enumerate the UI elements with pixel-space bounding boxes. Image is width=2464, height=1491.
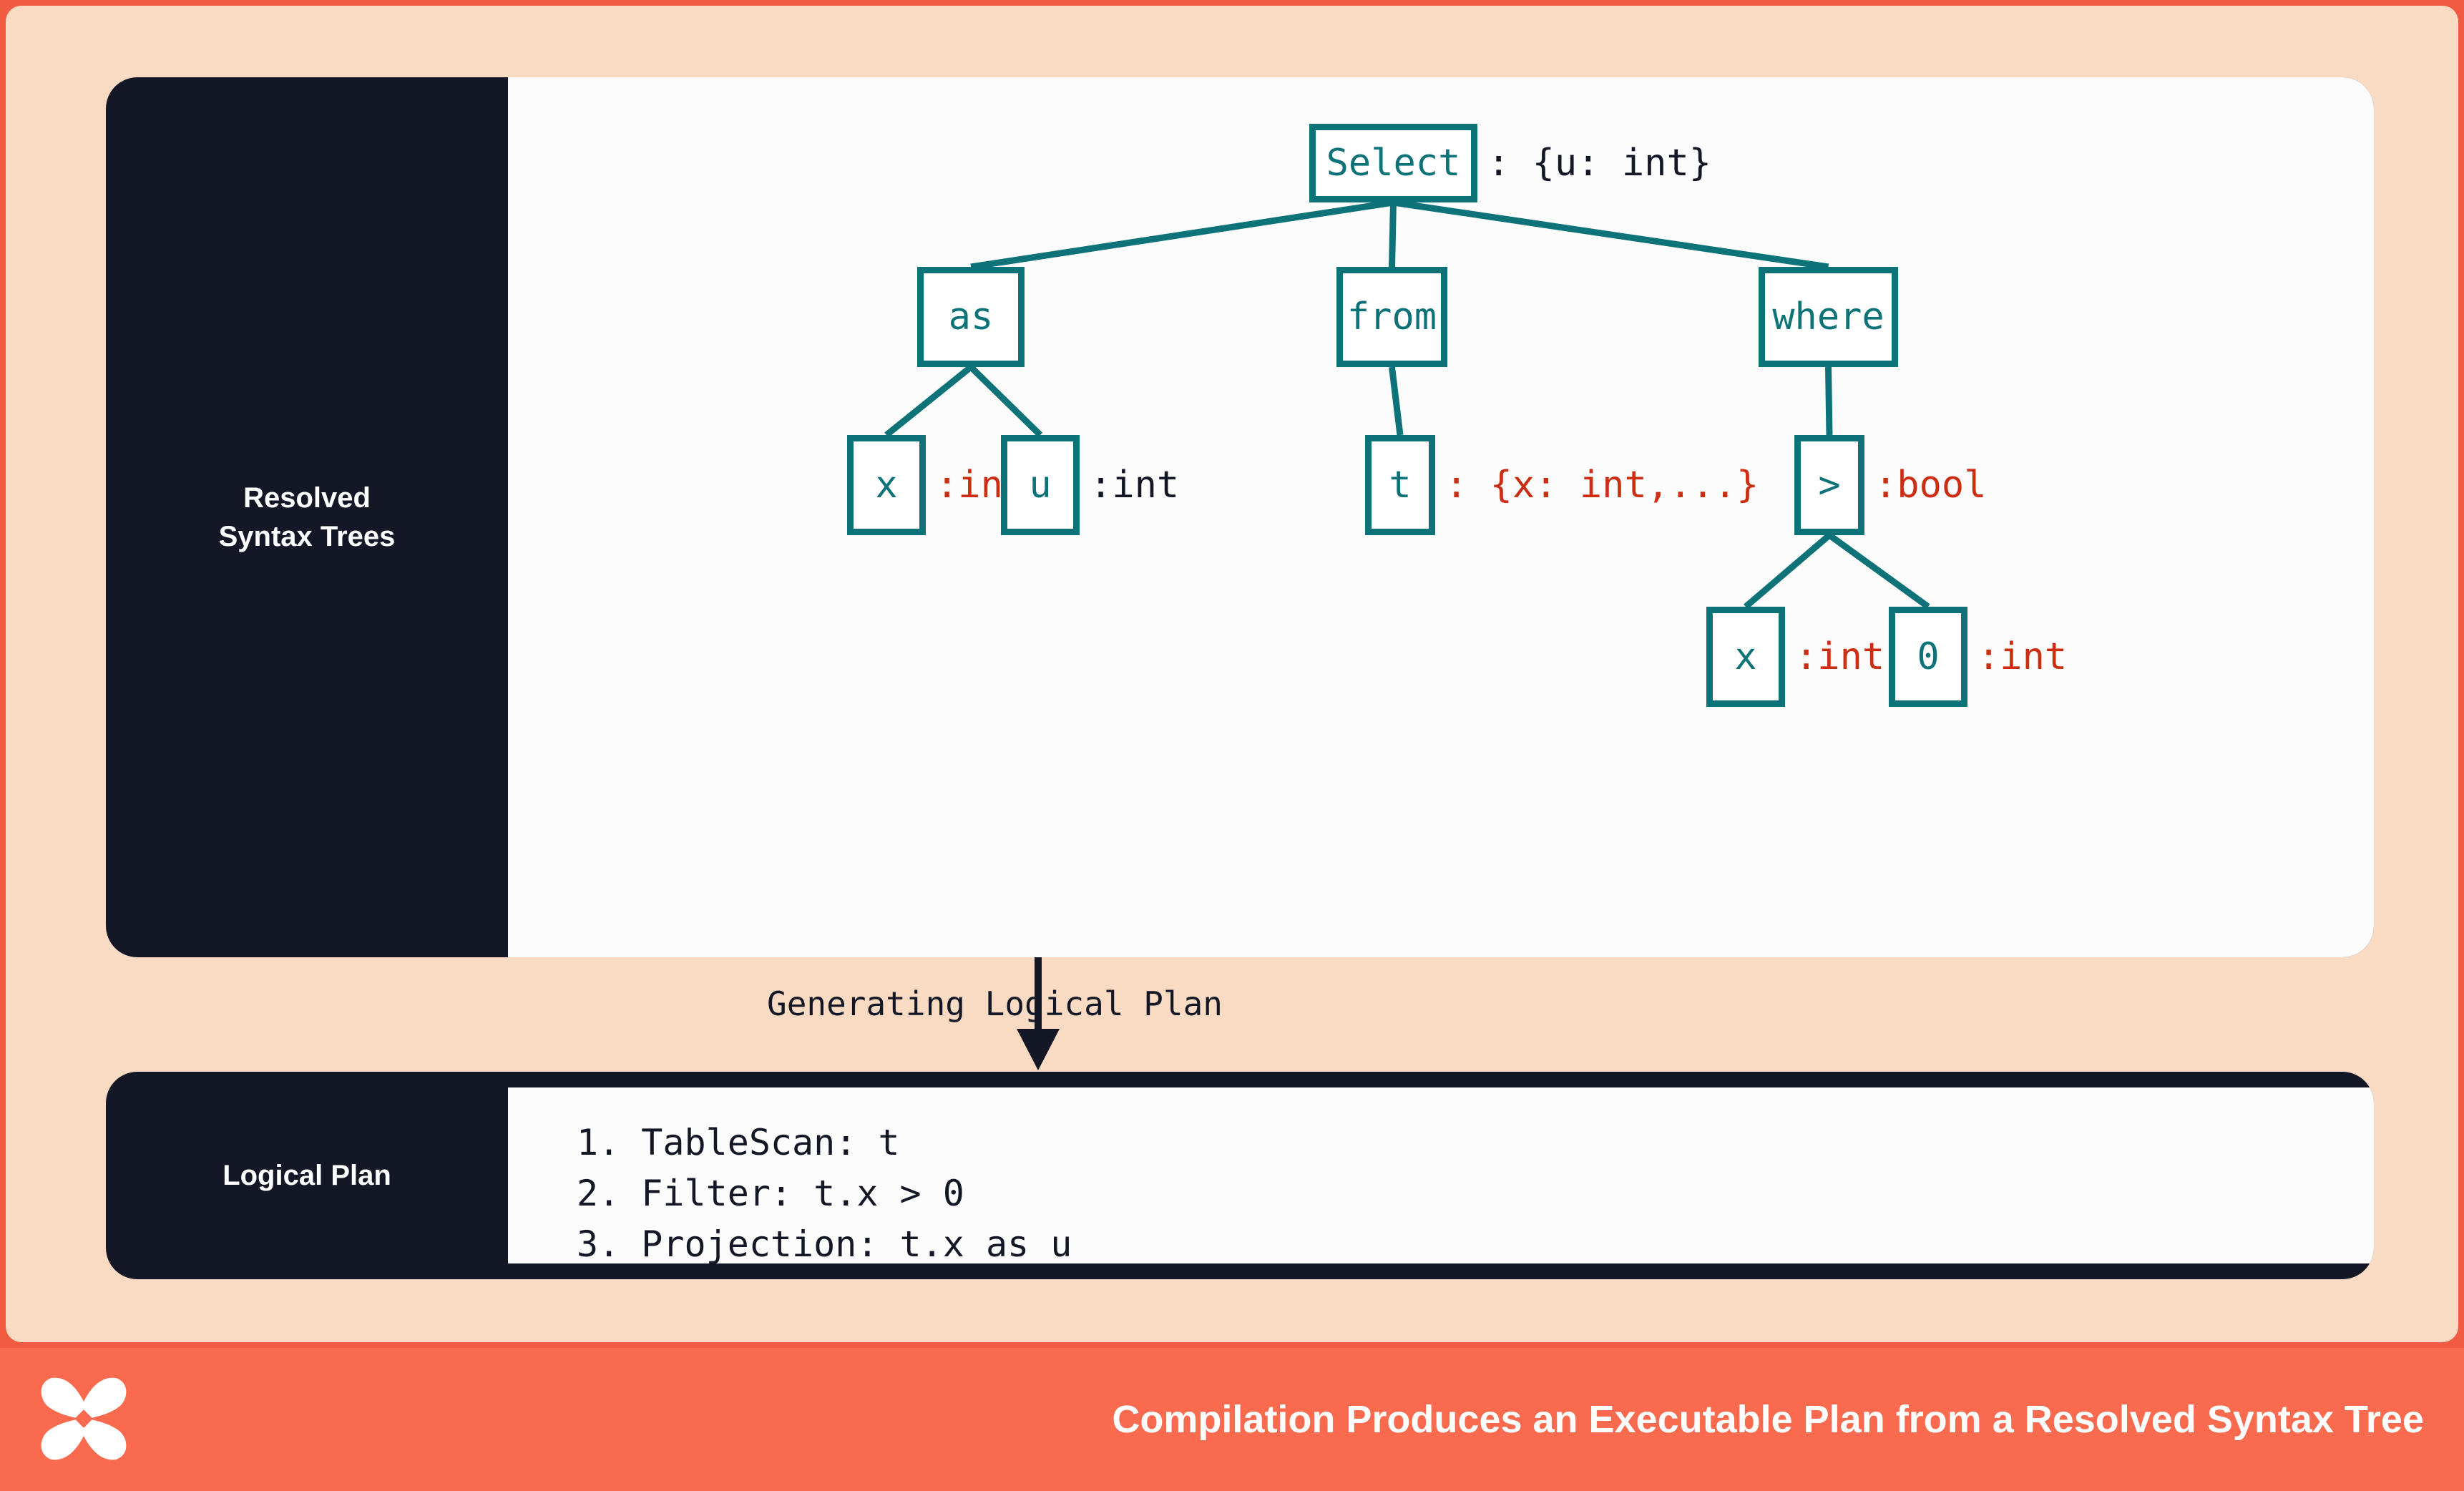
- tree-node-gt[interactable]: >: [1794, 435, 1864, 535]
- tree-node-label: x: [1734, 635, 1757, 678]
- tree-node-type-annotation-as-u: :int: [1090, 464, 1180, 507]
- tree-node-as-x[interactable]: x: [847, 435, 926, 535]
- tree-edge-select-to-as: [970, 199, 1394, 270]
- tree-node-label: u: [1029, 464, 1052, 507]
- tree-node-label: 0: [1917, 635, 1940, 678]
- logical-plan-label: Logical Plan: [223, 1160, 391, 1191]
- logical-plan-steps: 1. TableScan: t 2. Filter: t.x > 0 3. Proj…: [577, 1118, 1072, 1270]
- rst-label-line-2: Syntax Trees: [218, 521, 396, 552]
- tree-node-from-t[interactable]: t: [1364, 435, 1435, 535]
- syntax-tree: Select : {u: int} as from where x :int u :int t : …: [508, 77, 2374, 957]
- tree-edge-select-to-from: [1389, 202, 1397, 268]
- butterfly-x-logo: [41, 1377, 127, 1460]
- tree-node-gt-0[interactable]: 0: [1889, 607, 1967, 707]
- tree-node-gt-x[interactable]: x: [1706, 607, 1785, 707]
- tree-edge-from-to-from-t: [1389, 366, 1404, 436]
- tree-edge-gt-to-gt-0: [1827, 532, 1930, 610]
- poster-canvas: Resolved Syntax Trees Select : {u: int} as…: [6, 6, 2458, 1342]
- tree-node-label: Select: [1326, 141, 1461, 185]
- logical-plan-panel: 1. TableScan: t 2. Filter: t.x > 0 3. Proj…: [508, 1087, 2374, 1265]
- down-arrow-icon: [1017, 1029, 1060, 1070]
- tree-node-type-annotation-gt-x: :int: [1795, 635, 1885, 678]
- resolved-syntax-trees-card: Resolved Syntax Trees Select : {u: int} as…: [106, 77, 2374, 957]
- tree-node-label: t: [1389, 464, 1412, 507]
- tree-edges: [884, 199, 1930, 610]
- tree-node-label: from: [1346, 295, 1437, 338]
- plan-step: 1. TableScan: t: [577, 1122, 900, 1163]
- tree-node-where[interactable]: where: [1758, 267, 1898, 367]
- tree-edge-gt-to-gt-x: [1744, 532, 1832, 610]
- resolved-syntax-trees-label: Resolved Syntax Trees: [106, 77, 508, 957]
- tree-node-label: where: [1772, 295, 1884, 338]
- tree-node-label: >: [1818, 464, 1841, 507]
- rst-label-line-1: Resolved: [243, 482, 371, 514]
- tree-node-type-annotation-select: : {u: int}: [1487, 142, 1712, 185]
- tree-node-as-u[interactable]: u: [1001, 435, 1080, 535]
- connector-arrow-svg: [1017, 957, 1060, 1070]
- plan-step: 2. Filter: t.x > 0: [577, 1173, 964, 1214]
- tree-edge-select-to-where: [1392, 199, 1829, 270]
- tree-node-from[interactable]: from: [1336, 267, 1447, 367]
- connector-label: Generating Logical Plan: [767, 984, 1223, 1023]
- plan-step: 3. Projection: t.x as u: [577, 1223, 1072, 1265]
- tree-node-type-annotation-gt: :bool: [1874, 464, 1987, 507]
- tree-edge-where-to-gt: [1825, 366, 1833, 436]
- syntax-tree-panel: Select : {u: int} as from where x :int u :int t : …: [508, 77, 2374, 957]
- tree-edge-as-to-as-x: [884, 364, 973, 438]
- footer-bar: Compilation Produces an Executable Plan …: [0, 1348, 2464, 1491]
- tree-node-type-annotation-gt-0: :int: [1977, 635, 2068, 678]
- footer-caption: Compilation Produces an Executable Plan …: [1112, 1398, 2424, 1441]
- tree-node-select[interactable]: Select: [1309, 123, 1477, 202]
- tree-node-label: as: [948, 295, 994, 338]
- generating-logical-plan-connector: Generating Logical Plan: [106, 957, 2374, 1072]
- tree-node-type-annotation-from-t: : {x: int,...}: [1445, 464, 1759, 507]
- tree-node-label: x: [875, 464, 898, 507]
- tree-edge-as-to-as-u: [968, 364, 1043, 438]
- tree-node-as[interactable]: as: [917, 267, 1025, 367]
- logical-plan-card: Logical Plan 1. TableScan: t 2. Filter: t…: [106, 1072, 2374, 1279]
